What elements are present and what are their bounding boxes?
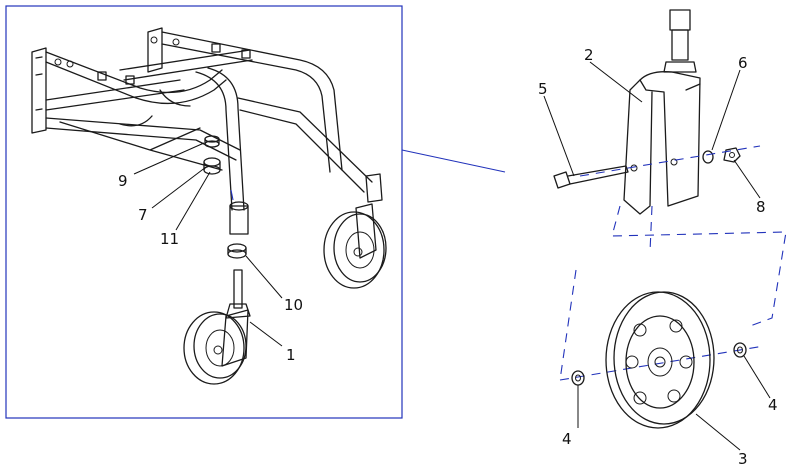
part-label-2: 2: [584, 46, 594, 64]
part-label-11: 11: [160, 230, 179, 248]
part-label-3: 3: [738, 450, 748, 468]
part-label-8: 8: [756, 198, 766, 216]
detail-view-frame: [5, 5, 403, 419]
wheel-spacers: [571, 342, 747, 386]
walker-frame: [31, 27, 383, 211]
part-label-5: 5: [538, 80, 548, 98]
mounted-caster-wheel: [323, 203, 387, 289]
part-label-6: 6: [738, 54, 748, 72]
part-label-4-right: 4: [768, 396, 778, 414]
axle-bolt: [553, 165, 629, 189]
washer-and-nut: [702, 147, 741, 164]
stem-parts-stack: [203, 135, 249, 259]
part-label-7: 7: [138, 206, 148, 224]
part-label-1: 1: [286, 346, 296, 364]
part-label-4-left: 4: [562, 430, 572, 448]
leader-lines: [133, 61, 771, 451]
caster-wheel: [605, 291, 715, 429]
part-label-10: 10: [284, 296, 303, 314]
fork-assembly: [623, 9, 701, 215]
detail-callout-line: [401, 149, 506, 173]
part-label-9: 9: [118, 172, 128, 190]
caster-assembly: [183, 269, 251, 385]
